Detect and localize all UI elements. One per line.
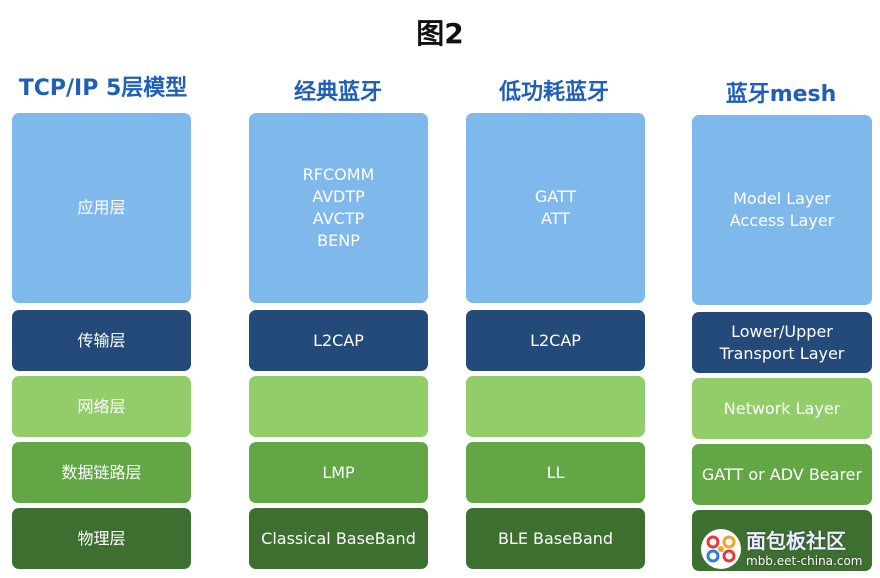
layer-label: GATT or ADV Bearer	[701, 464, 863, 484]
layer-classic-empty	[249, 376, 428, 437]
layer-mesh-network: Network Layer	[692, 378, 872, 439]
layer-label: AVDTP	[312, 187, 365, 206]
column-title-tcpip: TCP/IP 5层模型	[18, 76, 188, 101]
layer-label: LMP	[322, 462, 355, 482]
layer-label: L2CAP	[530, 330, 581, 350]
layer-label: Network Layer	[723, 398, 841, 418]
layer-label: Model Layer	[733, 189, 831, 208]
layer-mesh-transport: Lower/Upper Transport Layer	[692, 312, 872, 373]
layer-classic-l2cap: L2CAP	[249, 310, 428, 371]
layer-mesh-upper: Model Layer Access Layer	[692, 115, 872, 305]
layer-ble-ll: LL	[466, 442, 645, 503]
layer-ble-l2cap: L2CAP	[466, 310, 645, 371]
layer-label: Lower/Upper	[731, 321, 833, 341]
watermark-name: 面包板社区	[746, 529, 846, 553]
layer-label: ATT	[541, 209, 570, 228]
layer-label: LL	[546, 462, 565, 482]
layer-mesh-bearer: GATT or ADV Bearer	[692, 444, 872, 505]
column-title-classic-bt: 经典蓝牙	[293, 80, 382, 105]
layer-label: GATT	[534, 187, 577, 206]
layer-ble-empty	[466, 376, 645, 437]
layer-label: Transport Layer	[719, 343, 845, 363]
watermark-url: mbb.eet-china.com	[746, 554, 863, 568]
layer-label: 物理层	[77, 528, 126, 548]
watermark: 面包板社区 mbb.eet-china.com	[700, 522, 878, 576]
layer-label: 数据链路层	[61, 462, 142, 482]
layer-classic-baseband: Classical BaseBand	[249, 508, 428, 569]
layer-classic-lmp: LMP	[249, 442, 428, 503]
layer-ble-baseband: BLE BaseBand	[466, 508, 645, 569]
layer-label: 传输层	[77, 330, 126, 350]
layer-label: Classical BaseBand	[261, 528, 416, 548]
figure-title: 图2	[416, 17, 464, 50]
layer-transport: 传输层	[12, 310, 191, 371]
layer-label: 网络层	[77, 396, 126, 416]
layer-label: BLE BaseBand	[497, 528, 614, 548]
layer-label: 应用层	[77, 198, 126, 217]
layer-label: BENP	[317, 231, 360, 250]
layer-classic-upper: RFCOMM AVDTP AVCTP BENP	[249, 113, 428, 303]
layer-physical: 物理层	[12, 508, 191, 569]
column-title-mesh: 蓝牙mesh	[725, 82, 837, 107]
column-title-ble: 低功耗蓝牙	[498, 80, 609, 105]
layer-network: 网络层	[12, 376, 191, 437]
layer-application: 应用层	[12, 113, 191, 303]
layer-datalink: 数据链路层	[12, 442, 191, 503]
layer-label: RFCOMM	[302, 165, 375, 184]
layer-ble-upper: GATT ATT	[466, 113, 645, 303]
layer-label: AVCTP	[312, 209, 365, 228]
watermark-logo-icon	[701, 529, 741, 569]
layer-label: Access Layer	[729, 211, 835, 230]
layer-label: L2CAP	[313, 330, 364, 350]
